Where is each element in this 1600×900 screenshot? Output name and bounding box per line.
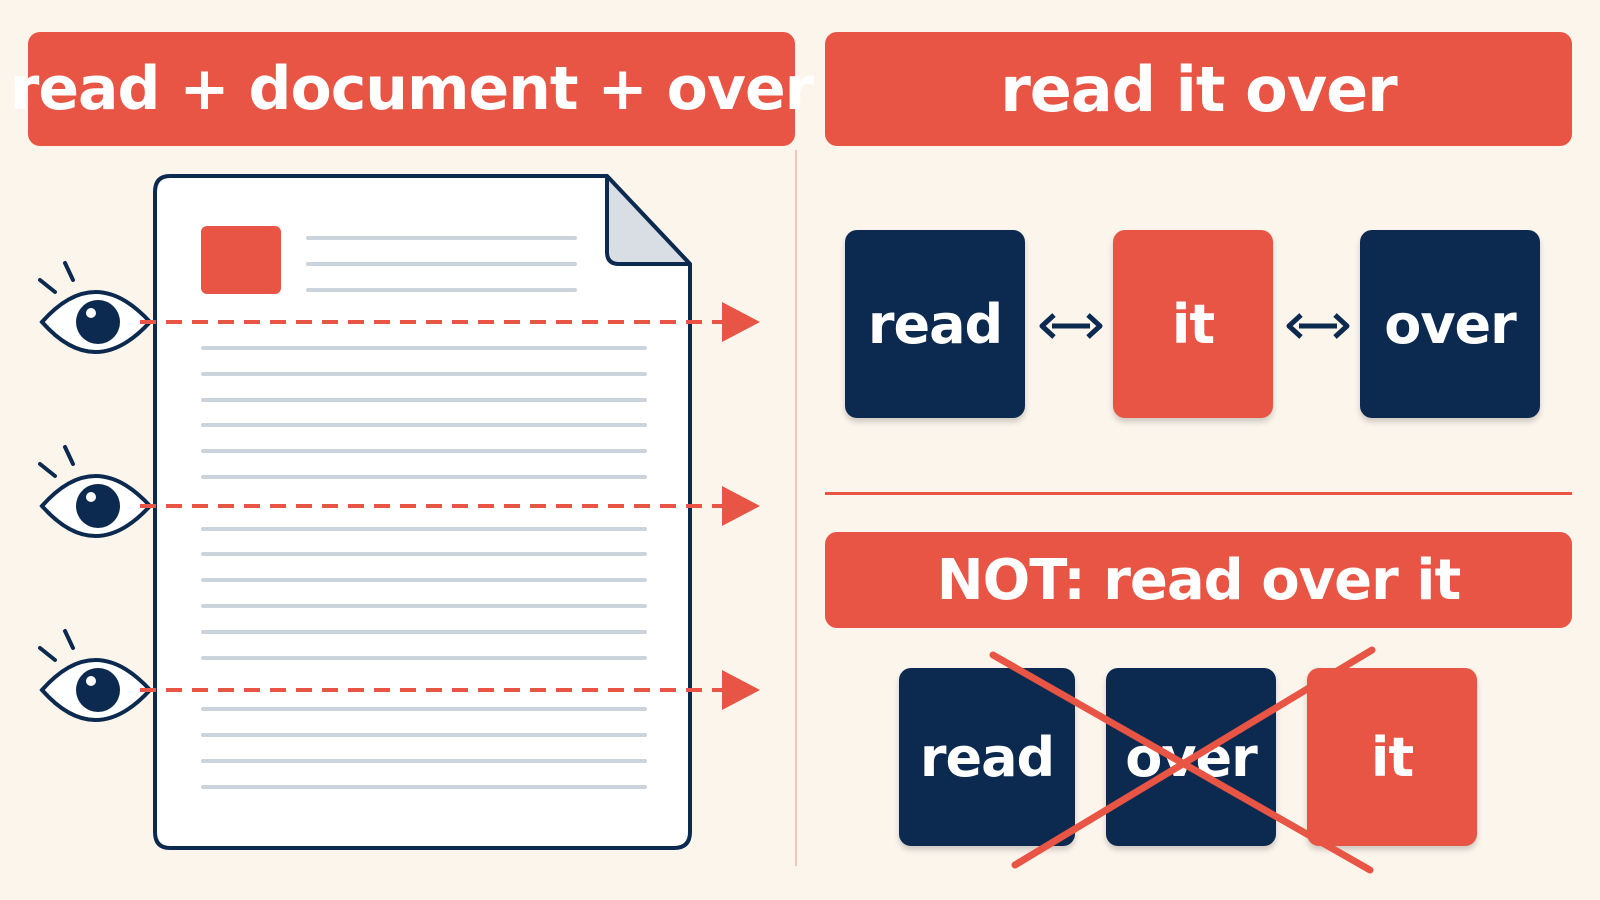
horizontal-divider — [825, 492, 1572, 495]
left-title-banner: read + document + over — [10, 32, 814, 146]
document-illustration — [38, 174, 760, 850]
right-title-banner: read it over — [825, 32, 1572, 146]
document-icon — [153, 174, 692, 850]
arrow-right-icon — [140, 486, 760, 526]
vertical-divider — [795, 150, 797, 866]
double-arrow-icon — [1286, 313, 1350, 339]
eye-icon — [38, 445, 153, 538]
arrow-right-icon — [140, 670, 760, 710]
word-box-read: read — [845, 230, 1025, 418]
wrong-word-box-it: it — [1307, 668, 1477, 846]
word-box-over: over — [1360, 230, 1540, 418]
eye-icon — [38, 261, 153, 354]
word-box-it: it — [1113, 230, 1273, 418]
wrong-order-banner: NOT: read over it — [825, 532, 1572, 628]
wrong-word-box-over: over — [1106, 668, 1276, 846]
wrong-word-box-read: read — [899, 668, 1075, 846]
eye-icon — [38, 629, 153, 722]
arrow-right-icon — [140, 302, 760, 342]
double-arrow-icon — [1039, 313, 1103, 339]
